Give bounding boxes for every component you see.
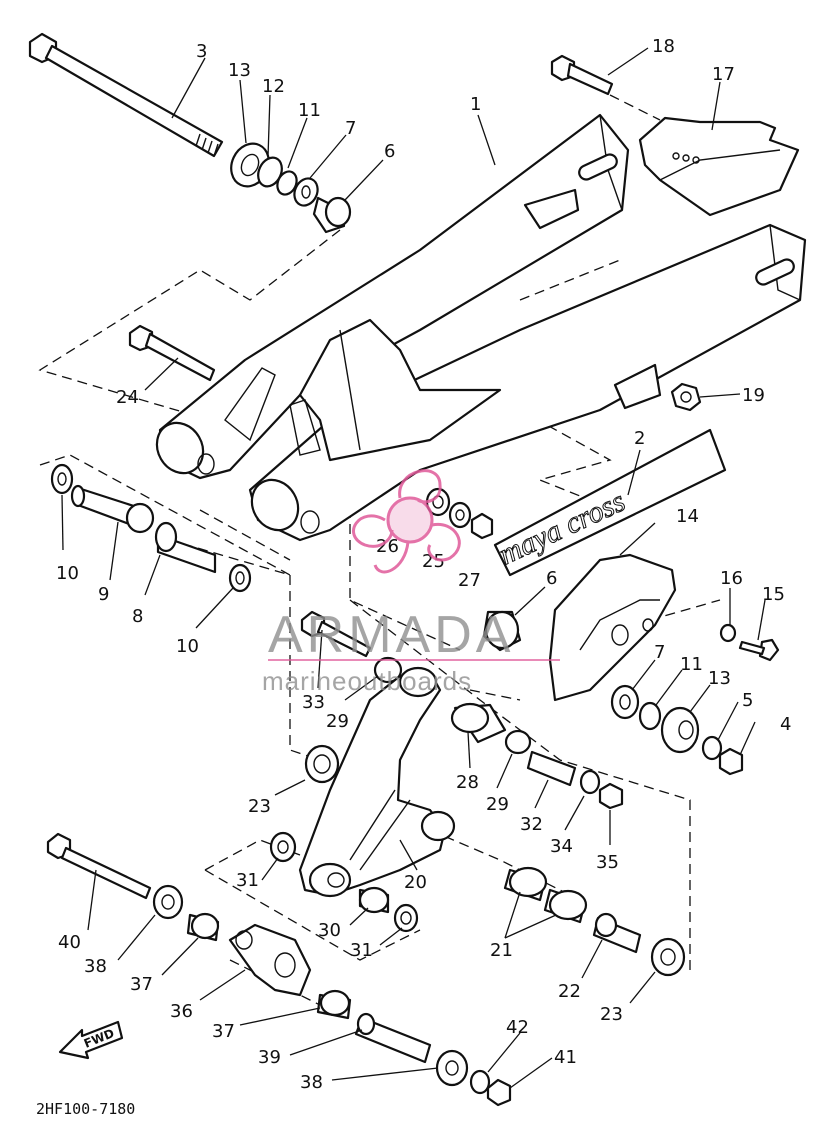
watermark-subtitle: marineoutboards [262, 666, 472, 696]
label-6-upper: 6 [384, 141, 395, 162]
decal-2: maya cross [494, 428, 727, 577]
label-23-upper: 23 [248, 796, 271, 817]
label-39: 39 [258, 1047, 281, 1068]
fwd-arrow-icon: FWD [58, 1020, 124, 1060]
right-seals-4-13 [610, 684, 744, 776]
label-5: 5 [742, 690, 753, 711]
label-12: 12 [262, 76, 285, 97]
label-37-upper: 37 [130, 974, 153, 995]
nut-19 [670, 382, 702, 412]
watermark: ARMADA marineoutboards [262, 469, 560, 696]
leader-lines [61, 47, 766, 1089]
diagram-code: 2HF100-7180 [36, 1100, 135, 1118]
label-1: 1 [470, 94, 481, 115]
bushing-6-lower [482, 610, 522, 652]
label-21: 21 [490, 940, 513, 961]
relay-arm-20 [298, 666, 456, 898]
label-7-lower: 7 [654, 642, 665, 663]
label-13-lower: 13 [708, 668, 731, 689]
chain-guide-17 [550, 54, 800, 217]
label-27: 27 [458, 570, 481, 591]
label-8: 8 [132, 606, 143, 627]
label-32: 32 [520, 814, 543, 835]
label-10-right: 10 [176, 636, 199, 657]
label-31-upper: 31 [236, 870, 259, 891]
label-23-lower: 23 [600, 1004, 623, 1025]
small-washers-25-27 [425, 487, 494, 540]
label-18: 18 [652, 36, 675, 57]
label-36: 36 [170, 1001, 193, 1022]
label-25: 25 [422, 551, 445, 572]
label-7-upper: 7 [345, 118, 356, 139]
bolt-40 [46, 832, 152, 900]
watermark-logo-icon [352, 469, 461, 574]
washer-16-bolt-15 [719, 623, 780, 662]
label-35: 35 [596, 852, 619, 873]
label-41: 41 [554, 1047, 577, 1068]
seals-31-collar-30 [269, 831, 419, 933]
label-19: 19 [742, 385, 765, 406]
label-29-upper: 29 [326, 711, 349, 732]
label-34: 34 [550, 836, 573, 857]
shaft-seals [230, 142, 352, 234]
chain-guard-14 [548, 553, 677, 702]
bolt-24 [128, 324, 216, 382]
label-15: 15 [762, 584, 785, 605]
bolt-33 [300, 610, 372, 658]
label-38-upper: 38 [84, 956, 107, 977]
collars-28-29 [373, 656, 624, 810]
label-33: 33 [302, 692, 325, 713]
label-20: 20 [404, 872, 427, 893]
label-37-lower: 37 [212, 1021, 235, 1042]
label-42: 42 [506, 1017, 529, 1038]
collars-21-22-23 [503, 866, 686, 977]
label-2: 2 [634, 428, 645, 449]
label-16: 16 [720, 568, 743, 589]
label-11-upper: 11 [298, 100, 321, 121]
label-17: 17 [712, 64, 735, 85]
bottom-shaft-parts [316, 989, 512, 1107]
label-26: 26 [376, 536, 399, 557]
label-38-lower: 38 [300, 1072, 323, 1093]
seal-23-upper [304, 744, 340, 784]
collar-38-37-link-36 [152, 884, 312, 997]
label-24: 24 [116, 387, 139, 408]
label-4: 4 [780, 714, 791, 735]
label-14: 14 [676, 506, 699, 527]
label-13-upper: 13 [228, 60, 251, 81]
swing-arm [155, 113, 807, 542]
label-29-lower: 29 [486, 794, 509, 815]
label-30: 30 [318, 920, 341, 941]
label-11-lower: 11 [680, 654, 703, 675]
watermark-brand: ARMADA [268, 606, 514, 664]
assembly-guide-lines [38, 94, 721, 1011]
label-3: 3 [196, 41, 207, 62]
label-22: 22 [558, 981, 581, 1002]
label-40: 40 [58, 932, 81, 953]
pivot-shaft [28, 32, 224, 158]
label-6-lower: 6 [546, 568, 557, 589]
label-9: 9 [98, 584, 109, 605]
label-28: 28 [456, 772, 479, 793]
label-31-lower: 31 [350, 940, 373, 961]
part-number-labels: 1 2 3 4 5 6 6 7 7 8 9 10 10 11 11 12 13 … [56, 36, 791, 1093]
label-10-left: 10 [56, 563, 79, 584]
left-bushings [50, 463, 252, 593]
